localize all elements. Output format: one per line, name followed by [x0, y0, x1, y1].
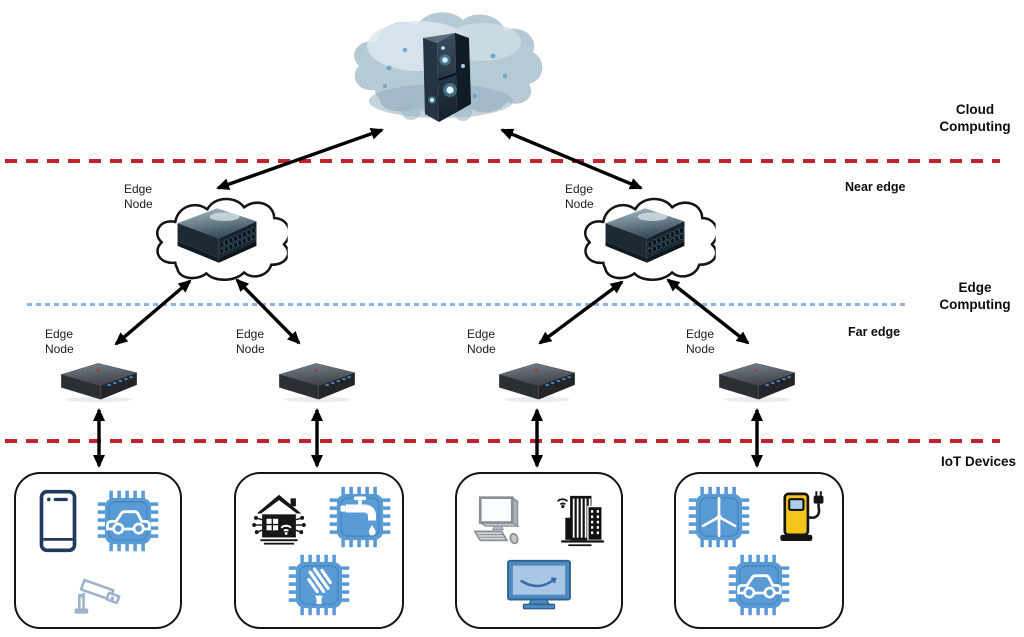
edge-computing-label-line2: Computing	[939, 297, 1011, 312]
smart-home-icon	[252, 494, 306, 545]
smart-building-icon	[557, 495, 604, 546]
chip-car-icon	[96, 489, 160, 553]
far-edge-node1-label: Edge Node	[45, 327, 74, 356]
iot-box3-row2	[502, 555, 576, 615]
near-edge-node1-icon	[146, 191, 288, 284]
smartphone-icon	[39, 489, 77, 552]
near-edge-node2-icon	[574, 191, 716, 284]
edge-computing-label: Edge Computing	[930, 279, 1020, 313]
desktop-computer-icon	[473, 495, 520, 544]
near-edge-node2-label: Edge Node	[565, 182, 594, 211]
cloud-server-tower	[423, 33, 471, 122]
far-edge-node3-label: Edge Node	[467, 327, 496, 356]
chip-faucet-icon	[328, 485, 392, 549]
far-edge-node4-icon	[714, 353, 800, 403]
iot-box1-row1	[36, 488, 160, 554]
ev-charger-icon	[780, 490, 824, 541]
iot-devices-label: IoT Devices	[940, 454, 1016, 469]
cloud-computing-label-line1: Cloud	[955, 102, 995, 117]
far-edge-label: Far edge	[848, 325, 901, 339]
near-edge-node1-label: Edge Node	[124, 182, 153, 211]
arrow-nearedge2-faredge3	[538, 280, 624, 345]
smart-tv-icon	[507, 559, 571, 609]
cloud-computing-label-line2: Computing	[939, 119, 1011, 134]
far-edge-node4-label: Edge Node	[686, 327, 715, 356]
far-edge-node1-icon	[56, 353, 142, 403]
far-edge-node2-icon	[274, 353, 360, 403]
far-edge-node2-label: Edge Node	[236, 327, 265, 356]
chip-wind-turbine-icon	[687, 485, 751, 549]
cloud-computing-label: Cloud Computing	[930, 101, 1020, 135]
iot-box4-row2	[727, 553, 791, 617]
iot-box-1	[14, 472, 182, 629]
edge-computing-label-line1: Edge	[958, 280, 992, 295]
iot-box4-row1	[687, 485, 831, 549]
cloud-edge-boundary-line	[5, 159, 1000, 163]
iot-box-4	[674, 472, 844, 629]
arrow-nearedge1-faredge1	[114, 279, 192, 346]
near-far-edge-boundary-line	[27, 303, 908, 306]
iot-box3-row1	[466, 487, 612, 551]
cloud-datacenter-icon	[354, 12, 543, 122]
edge-iot-boundary-line	[5, 439, 1000, 443]
iot-box1-row2	[67, 558, 129, 614]
iot-box-2	[234, 472, 404, 629]
cctv-camera-icon	[74, 578, 121, 614]
chip-car-icon	[727, 553, 791, 617]
iot-box2-row2	[287, 553, 351, 617]
near-edge-label: Near edge	[845, 180, 906, 194]
chip-bulb-icon	[287, 553, 351, 617]
far-edge-node3-icon	[494, 353, 580, 403]
iot-box-3	[455, 472, 623, 629]
iot-box2-row1	[246, 485, 392, 549]
